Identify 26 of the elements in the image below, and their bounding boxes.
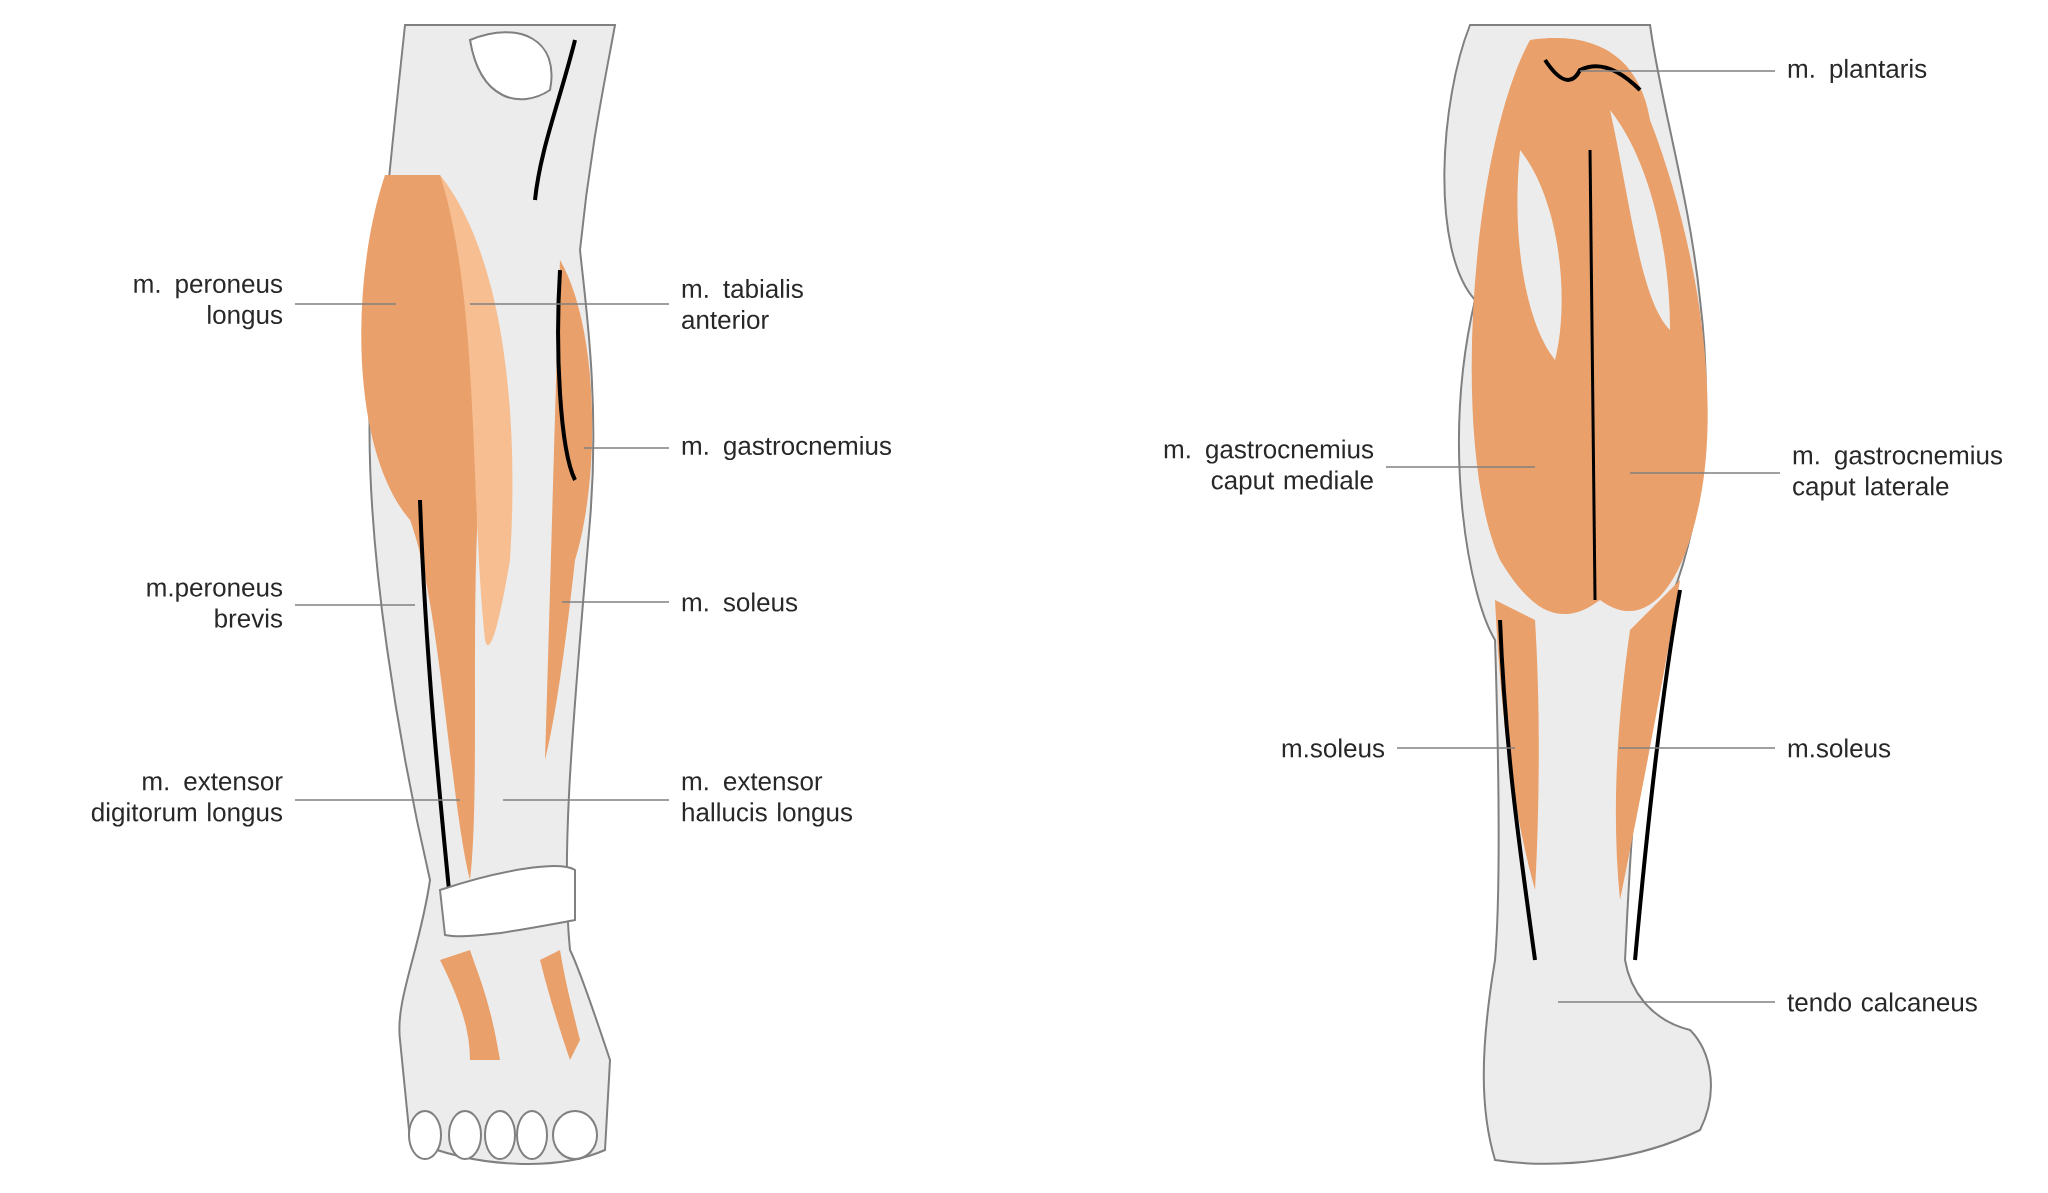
muscle-label: m. gastrocnemius caput mediale [1164,439,1374,495]
muscle-label: m. extensor digitorum longus [91,773,283,827]
muscle-label: m. soleus [682,592,798,612]
leader-line [294,799,461,801]
muscle-label: m. peroneus longus [134,278,283,330]
leader-line [469,303,670,305]
leader-line [1385,466,1536,468]
leader-line [1618,747,1776,749]
muscle-label: tendo calcaneus [1787,992,1977,1012]
leader-line [1557,1001,1776,1003]
leader-line [561,601,670,603]
muscle-label: m. plantaris [1788,58,1927,84]
muscle-label: m. gastrocnemius [682,435,892,461]
leader-line [1579,70,1776,72]
leader-line [583,447,670,449]
muscle-label: m.peroneus brevis [147,582,283,628]
muscle-label: m. gastrocnemius caput laterale [1793,445,2003,501]
muscle-label: m.soleus [1282,738,1385,758]
leader-line [1396,747,1516,749]
muscle-label: m. tabialis anterior [682,278,803,330]
leader-line [502,799,670,801]
muscle-label: m. extensor hallucis longus [682,773,853,827]
leader-line [1629,472,1781,474]
leader-line [294,303,397,305]
leader-line [294,604,416,606]
muscle-label: m.soleus [1788,738,1891,758]
